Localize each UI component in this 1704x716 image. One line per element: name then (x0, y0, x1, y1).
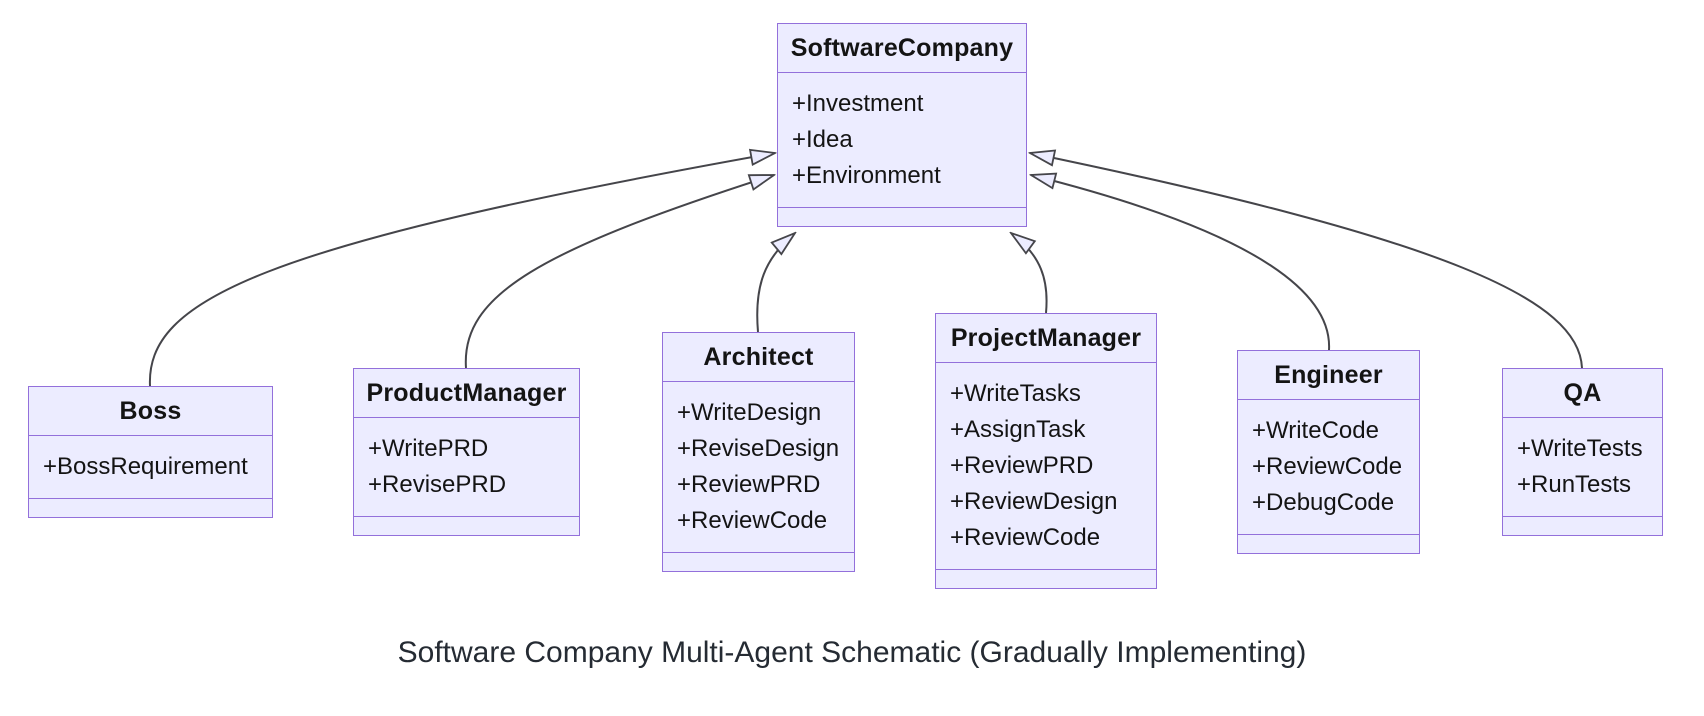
class-attribute: +Investment (792, 90, 924, 117)
class-title: ProductManager (354, 369, 579, 418)
class-box-projectmanager: ProjectManager +WriteTasks +AssignTask +… (935, 313, 1157, 589)
class-attribute: +WritePRD (368, 435, 489, 462)
class-box-engineer: Engineer +WriteCode +ReviewCode +DebugCo… (1237, 350, 1420, 554)
class-attribute: +RunTests (1517, 471, 1632, 498)
class-methods-empty (778, 208, 1026, 226)
class-attribute: +WriteTests (1517, 435, 1643, 462)
class-attribute: +RevisePRD (368, 471, 507, 498)
class-methods-empty (663, 553, 854, 571)
class-box-boss: Boss +BossRequirement (28, 386, 273, 518)
class-title: QA (1503, 369, 1662, 418)
class-attribute: +ReviewCode (677, 507, 828, 534)
class-attributes: +Investment +Idea +Environment (778, 73, 1026, 208)
class-box-architect: Architect +WriteDesign +ReviseDesign +Re… (662, 332, 855, 572)
class-title: ProjectManager (936, 314, 1156, 363)
class-attribute: +DebugCode (1252, 489, 1395, 516)
class-attributes: +WritePRD +RevisePRD (354, 418, 579, 517)
class-title: Architect (663, 333, 854, 382)
class-methods-empty (29, 499, 272, 517)
edge-productmanager-to-softwarecompany (464, 174, 774, 369)
class-attribute: +ReviseDesign (677, 435, 840, 462)
edge-projectmanager-to-softwarecompany (1011, 233, 1048, 314)
class-attribute: +WriteTasks (950, 380, 1081, 407)
class-attribute: +WriteCode (1252, 417, 1379, 444)
class-attribute: +BossRequirement (43, 453, 248, 480)
class-attribute: +ReviewCode (950, 524, 1101, 551)
class-title: Boss (29, 387, 272, 436)
edge-engineer-to-softwarecompany (1031, 175, 1331, 351)
class-attribute: +ReviewPRD (950, 452, 1094, 479)
diagram-caption: Software Company Multi-Agent Schematic (… (397, 636, 1307, 669)
class-attribute: +AssignTask (950, 416, 1086, 443)
class-box-qa: QA +WriteTests +RunTests (1502, 368, 1663, 536)
edge-boss-to-softwarecompany (148, 153, 775, 387)
class-methods-empty (1503, 517, 1662, 535)
class-attribute: +ReviewCode (1252, 453, 1403, 480)
class-methods-empty (1238, 535, 1419, 553)
class-box-softwarecompany: SoftwareCompany +Investment +Idea +Envir… (777, 23, 1027, 227)
class-attributes: +WriteTasks +AssignTask +ReviewPRD +Revi… (936, 363, 1156, 570)
class-attributes: +WriteDesign +ReviseDesign +ReviewPRD +R… (663, 382, 854, 553)
class-attribute: +ReviewPRD (677, 471, 821, 498)
class-methods-empty (354, 517, 579, 535)
class-attributes: +WriteCode +ReviewCode +DebugCode (1238, 400, 1419, 535)
class-attribute: +WriteDesign (677, 399, 822, 426)
edge-qa-to-softwarecompany (1030, 153, 1583, 369)
class-box-productmanager: ProductManager +WritePRD +RevisePRD (353, 368, 580, 536)
class-attribute: +Idea (792, 126, 853, 153)
class-methods-empty (936, 570, 1156, 588)
class-attributes: +WriteTests +RunTests (1503, 418, 1662, 517)
class-title: Engineer (1238, 351, 1419, 400)
class-attributes: +BossRequirement (29, 436, 272, 499)
class-title: SoftwareCompany (778, 24, 1026, 73)
class-attribute: +ReviewDesign (950, 488, 1118, 515)
class-attribute: +Environment (792, 162, 941, 189)
edge-architect-to-softwarecompany (756, 233, 795, 333)
